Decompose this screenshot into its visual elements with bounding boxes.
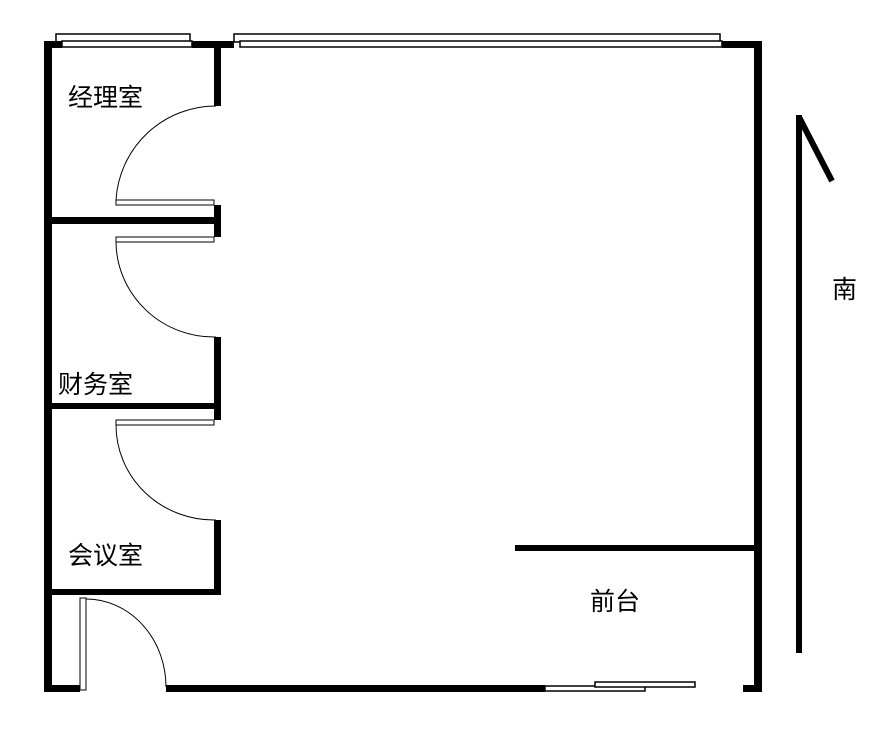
room-label-manager: 经理室 [68, 83, 144, 112]
door-swing-meeting [115, 424, 217, 521]
window-top-main-sash [239, 40, 723, 48]
door-swing-entrance [85, 598, 167, 688]
doors [79, 105, 217, 691]
compass-label: 南 [832, 275, 858, 304]
room-label-reception: 前台 [590, 587, 641, 616]
walls [44, 41, 762, 692]
door-manager [115, 199, 215, 206]
windows [55, 33, 723, 692]
door-swing-manager [115, 105, 217, 201]
room-label-meeting: 会议室 [68, 541, 144, 570]
door-entrance [79, 597, 87, 691]
door-swing-finance [115, 241, 217, 338]
window-bottom-b [594, 681, 696, 688]
room-label-finance: 财务室 [58, 370, 134, 399]
north-arrow-icon [796, 115, 835, 653]
window-top-left-sash [61, 40, 193, 48]
door-finance [115, 236, 215, 243]
door-meeting [115, 419, 215, 426]
